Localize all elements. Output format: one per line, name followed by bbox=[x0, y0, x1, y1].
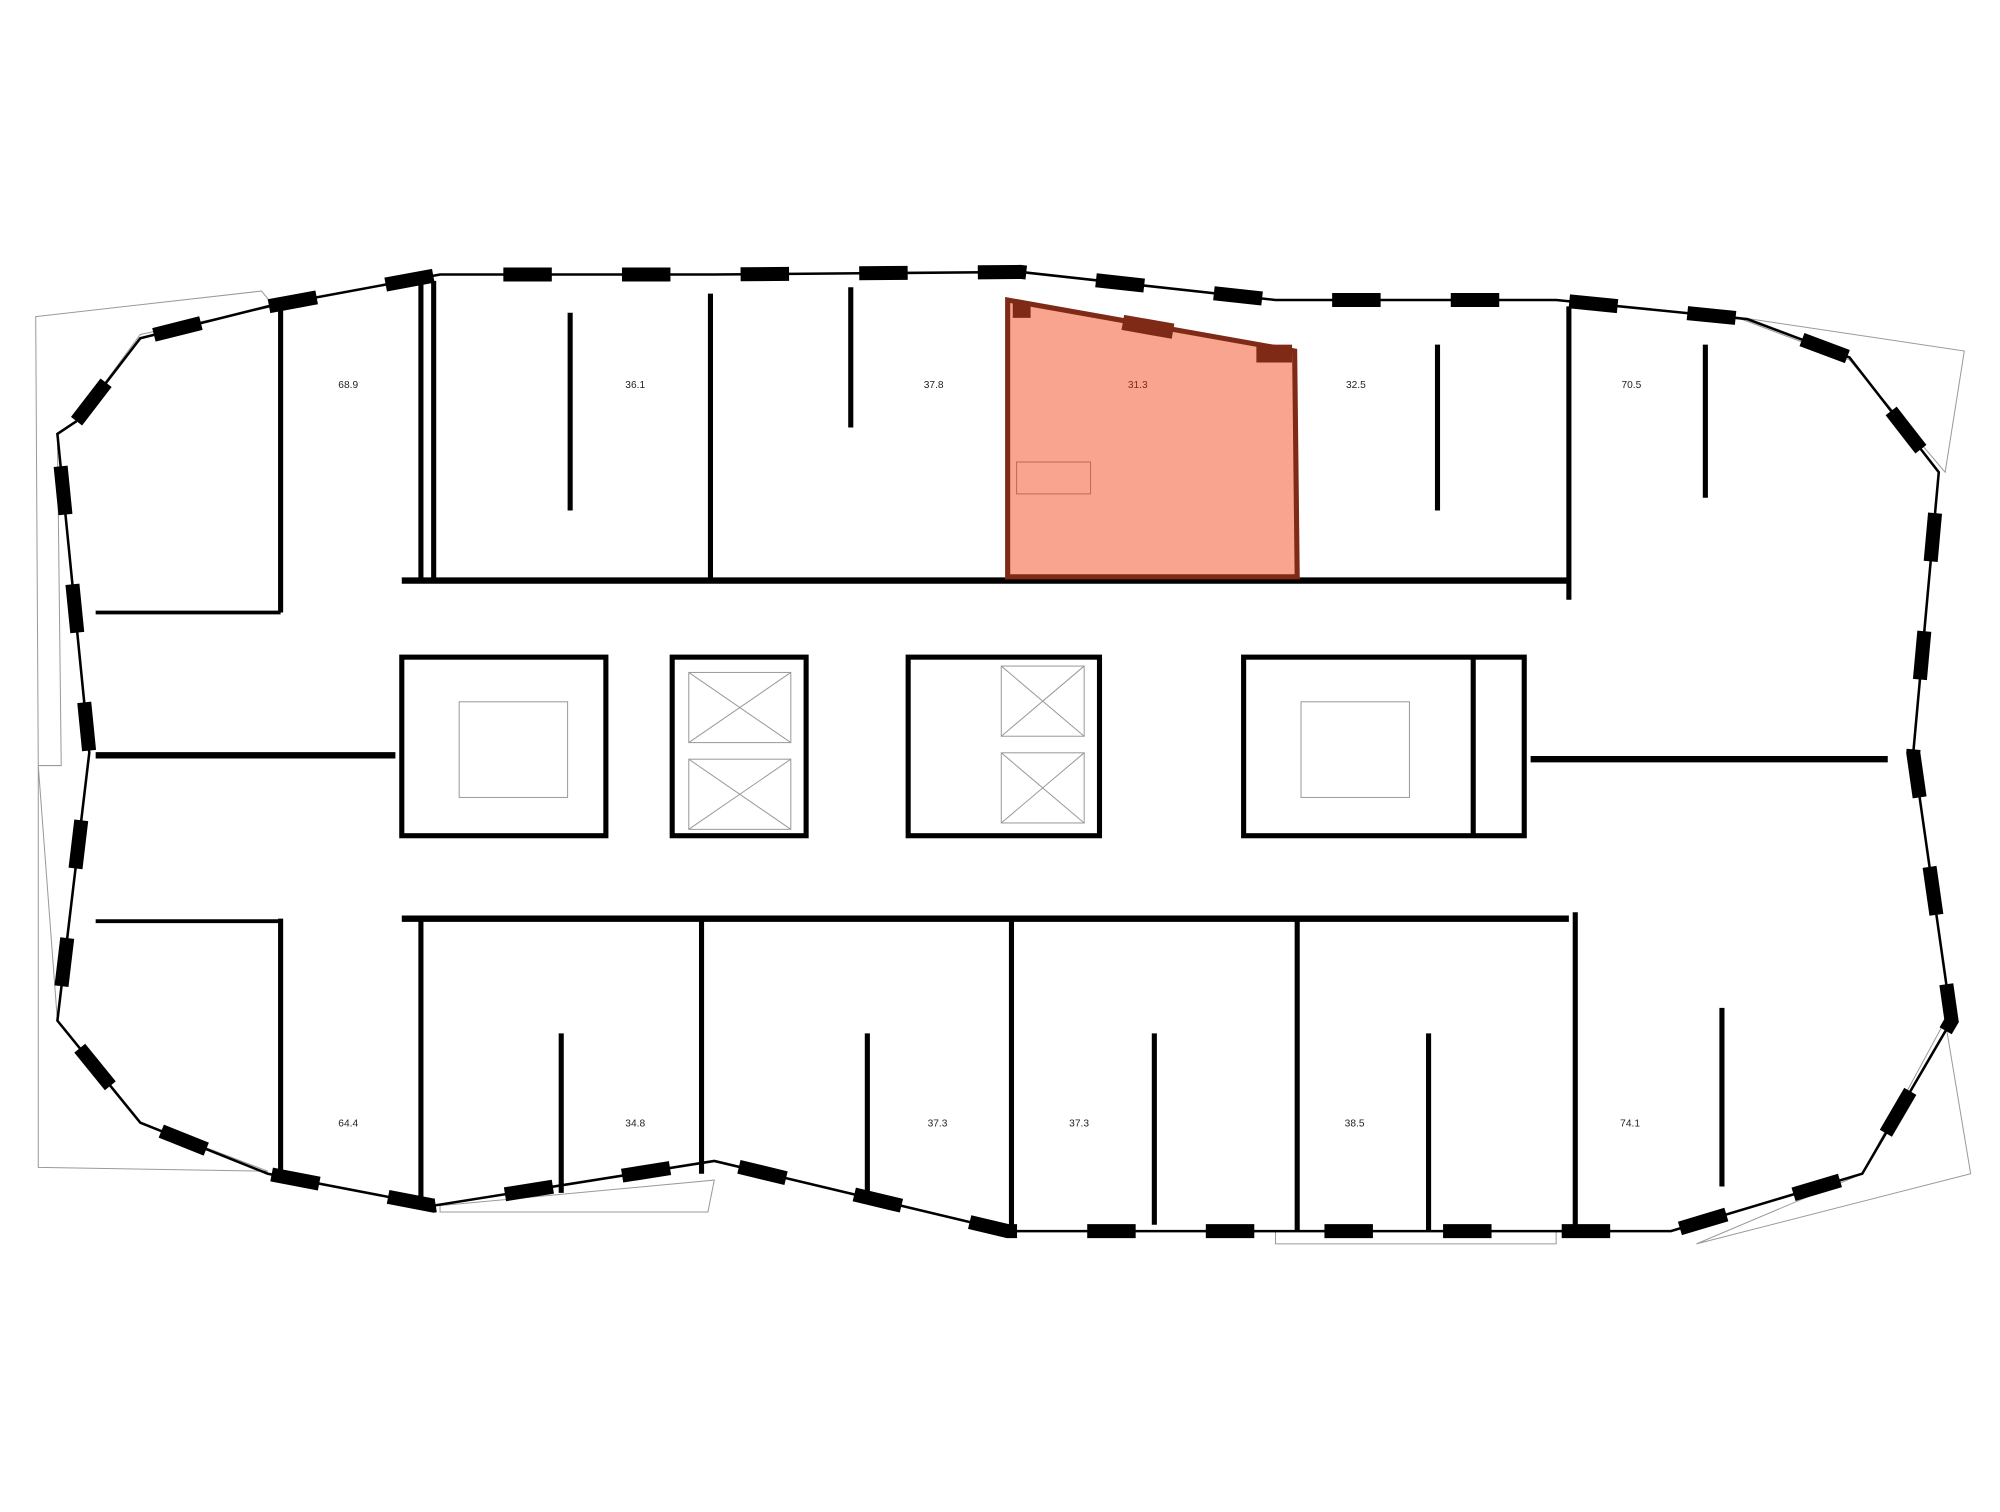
unit-area-label[interactable]: 32.5 bbox=[1346, 380, 1366, 391]
unit-area-label[interactable]: 31.3 bbox=[1128, 380, 1148, 391]
unit-area-label[interactable]: 37.3 bbox=[1069, 1119, 1089, 1130]
unit-area-label[interactable]: 74.1 bbox=[1620, 1119, 1640, 1130]
exterior-walls bbox=[49, 264, 1959, 1239]
top-unit-labels: 68.9 36.1 37.8 31.3 32.5 70.5 bbox=[338, 380, 1641, 391]
balconies bbox=[35, 290, 1972, 1245]
unit-area-label[interactable]: 64.4 bbox=[338, 1119, 358, 1130]
unit-area-label[interactable]: 34.8 bbox=[625, 1119, 645, 1130]
interior-walls bbox=[95, 280, 1888, 1232]
unit-area-label[interactable]: 37.8 bbox=[924, 380, 944, 391]
unit-area-label[interactable]: 38.5 bbox=[1345, 1119, 1365, 1130]
bottom-unit-labels: 64.4 34.8 37.3 37.3 38.5 74.1 bbox=[338, 1119, 1640, 1130]
unit-area-label[interactable]: 36.1 bbox=[625, 380, 645, 391]
selected-apartment-31-3[interactable] bbox=[1005, 296, 1300, 580]
unit-area-label[interactable]: 68.9 bbox=[338, 380, 358, 391]
unit-area-label[interactable]: 70.5 bbox=[1621, 380, 1641, 391]
unit-area-label[interactable]: 37.3 bbox=[928, 1119, 948, 1130]
